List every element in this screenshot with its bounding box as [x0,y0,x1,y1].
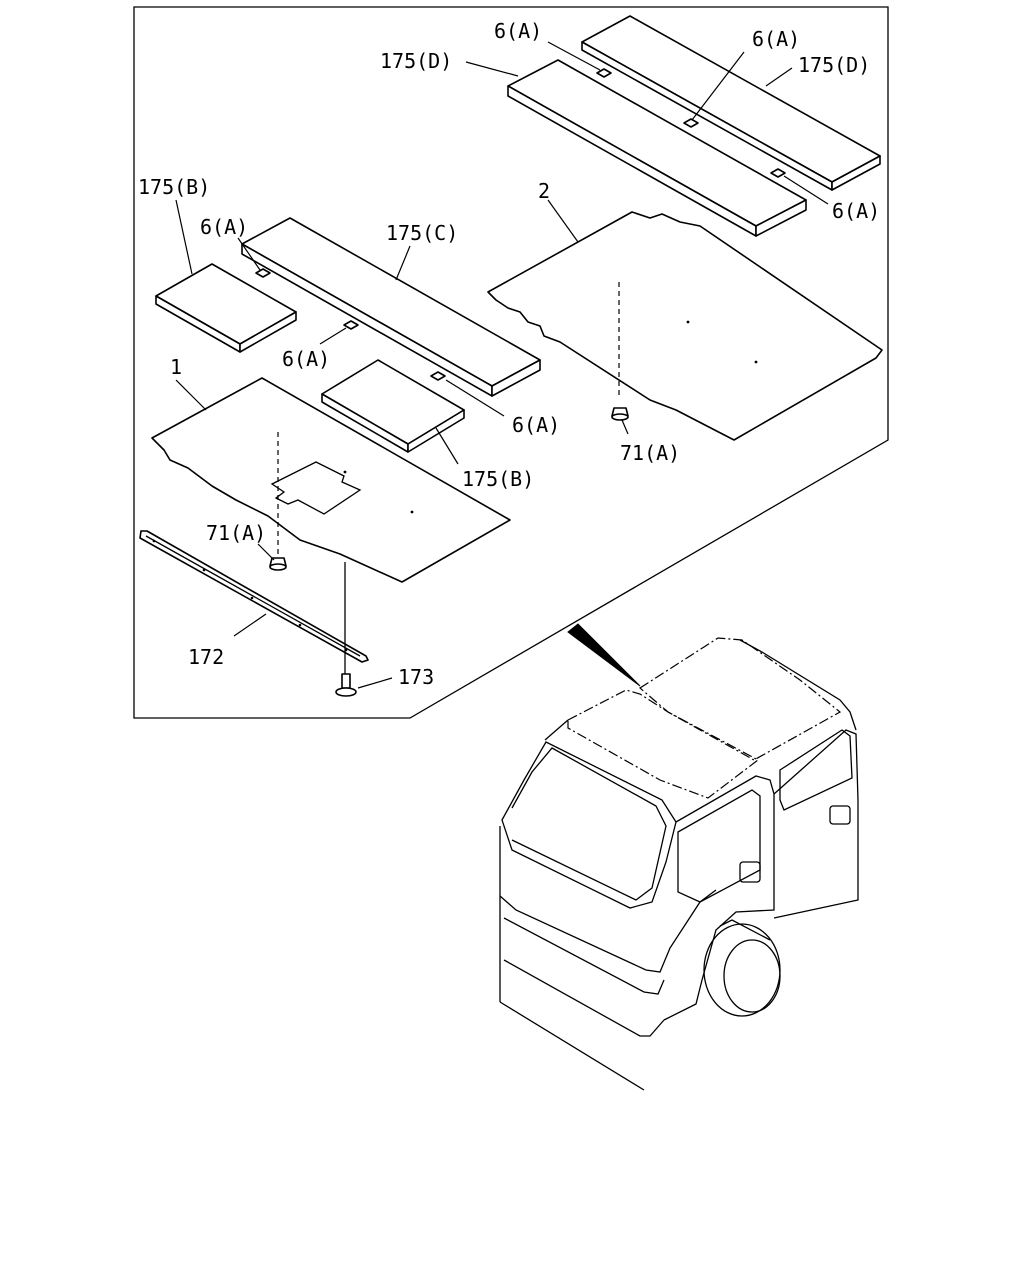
callout-labels: 175(D) 6(A) 6(A) 175(D) 6(A) 175(B) 6(A)… [138,19,880,689]
location-pointer [567,623,641,687]
label-175c: 175(C) [386,221,458,245]
label-71a-right: 71(A) [620,441,680,465]
floor-mat-2 [487,211,883,441]
label-6a-top-mid: 6(A) [752,27,800,51]
screw-173-icon [335,562,357,697]
board-175-d-rear [581,15,881,191]
label-175d-left: 175(D) [380,49,452,73]
callout-frame [133,6,889,719]
label-mat-2: 2 [538,179,550,203]
sill-plate-172 [139,530,369,663]
board-175-b-lower [321,359,465,453]
label-6a-mid-left: 6(A) [200,215,248,239]
label-71a-left: 71(A) [206,521,266,545]
label-6a-mid-lower: 6(A) [282,347,330,371]
label-6a-top-left: 6(A) [494,19,542,43]
label-172: 172 [188,645,224,669]
label-6a-top-right: 6(A) [832,199,880,223]
board-175-b-upper [155,263,297,353]
label-6a-mid-right: 6(A) [512,413,560,437]
label-175b-lower: 175(B) [462,467,534,491]
board-175-d-front [507,59,807,237]
label-173: 173 [398,665,434,689]
truck-cab-illustration [499,637,859,1091]
board-175-c [241,217,541,397]
leader-lines [175,41,829,689]
label-175d-right: 175(D) [798,53,870,77]
label-175b-upper: 175(B) [138,175,210,199]
floor-mat-1 [151,377,511,583]
clip-6a-icon [596,68,786,178]
label-mat-1: 1 [170,355,182,379]
clip-6a-icon [255,268,446,381]
